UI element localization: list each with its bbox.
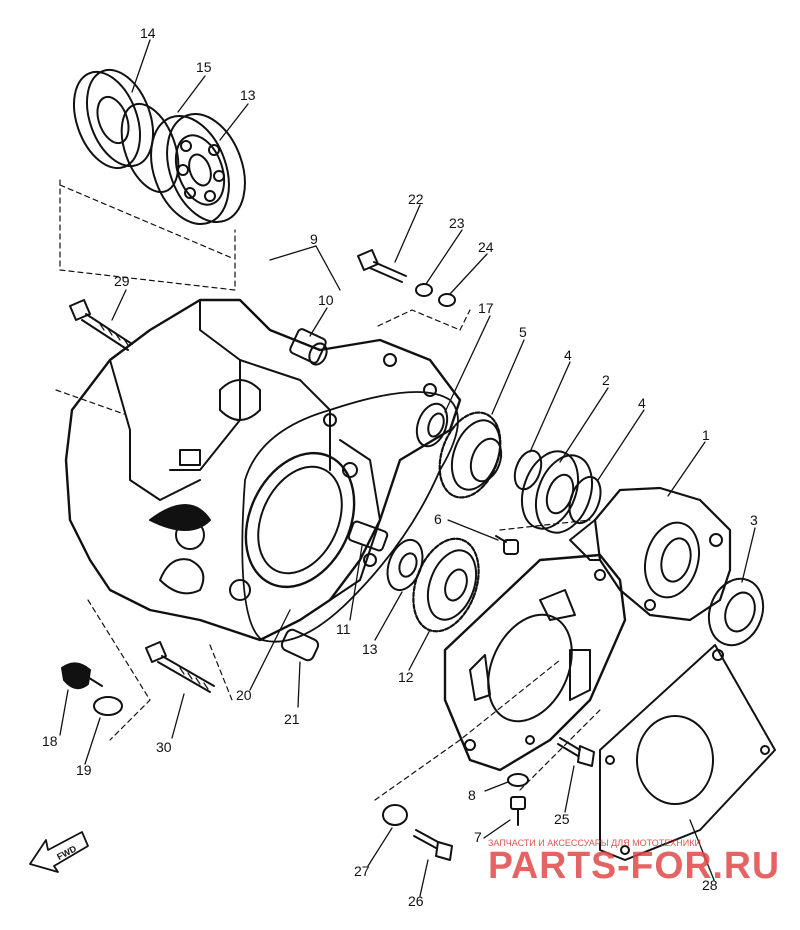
part-8-washer [507,773,529,787]
part-30-bolt [145,641,215,693]
part-20-gasket [241,391,459,643]
label-30: 30 [156,739,172,755]
label-10: 10 [318,292,334,308]
label-25: 25 [554,811,570,827]
part-26-bolt [413,829,453,861]
part-29-bolt [69,299,133,351]
label-22: 22 [408,191,424,207]
part-22-bolt [357,249,407,283]
fwd-arrow-icon [29,831,89,873]
watermark: ЗАПЧАСТИ И АКСЕССУАРЫ ДЛЯ МОТОТЕХНИКИ PA… [488,838,780,887]
label-23: 23 [449,215,465,231]
label-7: 7 [474,829,482,845]
label-4-a: 4 [564,347,572,363]
part-11-dowel [347,520,389,552]
part-16-circlip [120,102,180,194]
label-3: 3 [750,512,758,528]
label-15: 14 [140,25,156,41]
label-5: 5 [519,324,527,340]
label-14: 13 [240,87,256,103]
label-9: 9 [310,231,318,247]
part-17-oil-seal [415,402,449,448]
watermark-brand: PARTS-FOR.RU [488,845,780,887]
label-12: 12 [398,669,414,685]
label-4-b: 4 [638,395,646,411]
part-4-washer-a [513,449,543,491]
part-23-washer [415,283,433,297]
part-15-bearing [73,68,154,170]
label-6: 6 [434,511,442,527]
part-7-screw [510,796,526,826]
bearing-guide-lines [59,179,236,291]
part-12-gear [412,537,480,633]
part-10-dowel [289,328,328,366]
part-27-washer [382,804,408,826]
part-number-labels: 14 15 13 29 9 10 22 23 24 17 5 4 2 4 1 3… [42,25,758,909]
label-19: 19 [76,762,92,778]
label-13: 13 [362,641,378,657]
label-1: 1 [702,427,710,443]
cover-plate [443,553,627,772]
label-18: 18 [42,733,58,749]
assembly-guide-lines [55,309,601,801]
label-21: 21 [284,711,300,727]
part-5-gear [438,411,503,499]
watermark-tagline: ЗАПЧАСТИ И АКСЕССУАРЫ ДЛЯ МОТОТЕХНИКИ [488,838,701,848]
part-4-washer-b [568,475,602,525]
label-26: 26 [408,893,424,909]
part-21-pin [280,628,320,662]
part-3-oil-seal [707,577,765,647]
label-16: 15 [196,59,212,75]
part-28-gasket [599,644,776,861]
part-24-washer [438,293,456,307]
part-6-screw [495,535,519,555]
label-20: 20 [236,687,252,703]
label-27: 27 [354,863,370,879]
part-14-bearing [150,112,246,226]
part-18-plug [61,662,103,690]
label-29: 29 [114,273,130,289]
part-25-bolt [557,737,595,767]
label-17: 17 [478,300,494,316]
label-24: 24 [478,239,494,255]
label-28: 28 [702,877,718,893]
part-19-o-ring [93,696,123,716]
label-2: 2 [602,372,610,388]
label-11: 11 [336,621,351,637]
leader-lines [59,39,756,897]
part-1-housing [569,486,732,622]
crankcase-housing [64,298,462,642]
label-8: 8 [468,787,476,803]
